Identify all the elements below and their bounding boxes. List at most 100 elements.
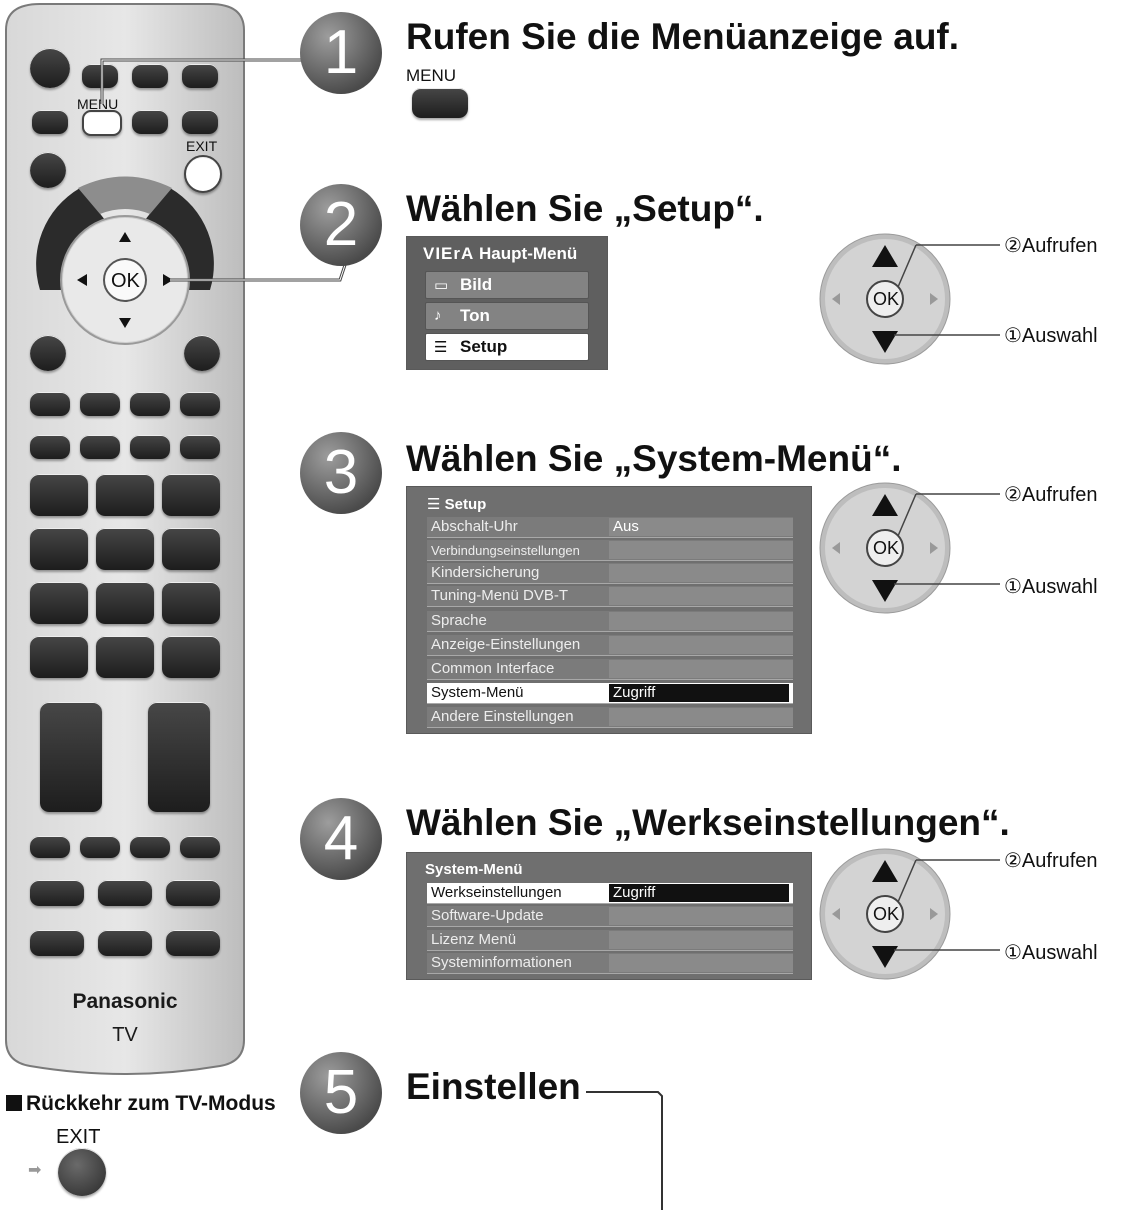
- main-menu-title: Haupt-Menü: [479, 244, 578, 263]
- yellow-button[interactable]: [130, 392, 170, 416]
- system-item-label: Software-Update: [431, 907, 544, 924]
- list-icon: ☰: [434, 339, 448, 356]
- remote-button-8[interactable]: [30, 335, 66, 371]
- setup-item-label: Sprache: [431, 612, 487, 629]
- remote-button-18[interactable]: [30, 880, 84, 906]
- dpad-diagram: [819, 848, 1000, 980]
- remote-button-10[interactable]: [30, 435, 70, 459]
- number-button-10[interactable]: [30, 636, 88, 678]
- number-button-7[interactable]: [30, 582, 88, 624]
- main-menu-item-ton[interactable]: ♪ Ton: [425, 302, 589, 330]
- main-menu-item-setup[interactable]: ☰ Setup: [425, 333, 589, 361]
- remote-button-19[interactable]: [98, 880, 152, 906]
- system-item-value: Zugriff: [613, 884, 656, 901]
- remote-button-11[interactable]: [80, 435, 120, 459]
- number-button-5[interactable]: [96, 528, 154, 570]
- number-button-4[interactable]: [30, 528, 88, 570]
- setup-item-sprache[interactable]: Sprache: [427, 611, 793, 632]
- square-bullet-icon: [6, 1095, 22, 1111]
- number-button-0[interactable]: [96, 636, 154, 678]
- number-button-1[interactable]: [30, 474, 88, 516]
- number-button-11[interactable]: [162, 636, 220, 678]
- dpad-select-label: ①Auswahl: [1004, 576, 1098, 598]
- system-item-systeminformationen[interactable]: Systeminformationen: [427, 953, 793, 974]
- remote-button-2[interactable]: [132, 64, 168, 88]
- exit-button[interactable]: [184, 155, 222, 193]
- main-menu-item-label: Bild: [460, 275, 493, 294]
- dpad-diagram: [819, 482, 1000, 614]
- number-button-8[interactable]: [96, 582, 154, 624]
- red-button[interactable]: [30, 392, 70, 416]
- main-menu-item-bild[interactable]: ▭ Bild: [425, 271, 589, 299]
- dpad-ok-label: OK: [873, 538, 900, 558]
- remote-button-21[interactable]: [30, 930, 84, 956]
- setup-item-label: Tuning-Menü DVB-T: [431, 587, 568, 604]
- number-button-9[interactable]: [162, 582, 220, 624]
- main-menu-header: VIErA Haupt-Menü: [423, 244, 577, 264]
- setup-item-common-interface[interactable]: Common Interface: [427, 659, 793, 680]
- step-1-menu-button[interactable]: [412, 88, 468, 118]
- system-menu-title: System-Menü: [425, 861, 523, 878]
- remote-button-3[interactable]: [182, 64, 218, 88]
- step-1-button-label: MENU: [406, 66, 457, 85]
- remote-button-1[interactable]: [82, 64, 118, 88]
- list-icon: ☰: [427, 496, 441, 513]
- setup-item-value: Aus: [613, 518, 639, 535]
- remote-button-9[interactable]: [184, 335, 220, 371]
- menu-button[interactable]: [82, 110, 122, 136]
- setup-item-label: Common Interface: [431, 660, 555, 677]
- system-item-label: Lizenz Menü: [431, 931, 517, 948]
- setup-item-label: Abschalt-Uhr: [431, 518, 518, 535]
- viera-logo: VIErA: [423, 244, 475, 263]
- blue-button[interactable]: [180, 392, 220, 416]
- remote-button-15[interactable]: [80, 836, 120, 858]
- setup-item-verbindung[interactable]: Verbindungseinstellungen: [427, 540, 793, 561]
- remote-button-20[interactable]: [166, 880, 220, 906]
- volume-rocker[interactable]: [40, 702, 102, 812]
- number-button-6[interactable]: [162, 528, 220, 570]
- remote-ok-label: OK: [111, 270, 140, 292]
- setup-item-anzeige[interactable]: Anzeige-Einstellungen: [427, 635, 793, 656]
- number-button-3[interactable]: [162, 474, 220, 516]
- setup-item-label: Andere Einstellungen: [431, 708, 574, 725]
- remote-button-22[interactable]: [98, 930, 152, 956]
- music-note-icon: ♪: [434, 307, 442, 324]
- setup-item-tuning[interactable]: Tuning-Menü DVB-T: [427, 586, 793, 607]
- system-item-werkseinstellungen[interactable]: Werkseinstellungen Zugriff: [427, 883, 793, 904]
- step-1-title: Rufen Sie die Menüanzeige auf.: [406, 16, 960, 57]
- step-5-connector: [586, 1091, 663, 1210]
- number-button-2[interactable]: [96, 474, 154, 516]
- green-button[interactable]: [80, 392, 120, 416]
- remote-button-6[interactable]: [182, 110, 218, 134]
- remote-button-14[interactable]: [30, 836, 70, 858]
- setup-item-kindersicherung[interactable]: Kindersicherung: [427, 563, 793, 584]
- step-4-number: 4: [300, 798, 382, 880]
- brand-logo: Panasonic: [72, 990, 178, 1013]
- system-item-lizenz[interactable]: Lizenz Menü: [427, 930, 793, 951]
- system-item-software-update[interactable]: Software-Update: [427, 906, 793, 927]
- power-button[interactable]: [30, 48, 70, 88]
- remote-button-23[interactable]: [166, 930, 220, 956]
- remote-button-5[interactable]: [132, 110, 168, 134]
- remote-menu-label: MENU: [77, 96, 119, 112]
- step-1-number: 1: [300, 12, 382, 94]
- return-exit-label: EXIT: [56, 1126, 101, 1148]
- remote-button-12[interactable]: [130, 435, 170, 459]
- remote-button-16[interactable]: [130, 836, 170, 858]
- return-exit-button[interactable]: [58, 1148, 106, 1196]
- channel-rocker[interactable]: [148, 702, 210, 812]
- setup-item-abschalt-uhr[interactable]: Abschalt-Uhr Aus: [427, 517, 793, 538]
- arrow-right-icon: ➡: [28, 1162, 42, 1179]
- dpad-group-step4: OK ②Aufrufen ①Auswahl: [818, 848, 1118, 988]
- remote-button-7[interactable]: [30, 152, 66, 188]
- setup-item-andere[interactable]: Andere Einstellungen: [427, 707, 793, 728]
- step-3-number: 3: [300, 432, 382, 514]
- remote-button-13[interactable]: [180, 435, 220, 459]
- dpad-access-label: ②Aufrufen: [1004, 235, 1098, 257]
- remote-button-4[interactable]: [32, 110, 68, 134]
- remote-button-17[interactable]: [180, 836, 220, 858]
- system-item-label: Werkseinstellungen: [431, 884, 562, 901]
- step-5-title: Einstellen: [406, 1066, 581, 1107]
